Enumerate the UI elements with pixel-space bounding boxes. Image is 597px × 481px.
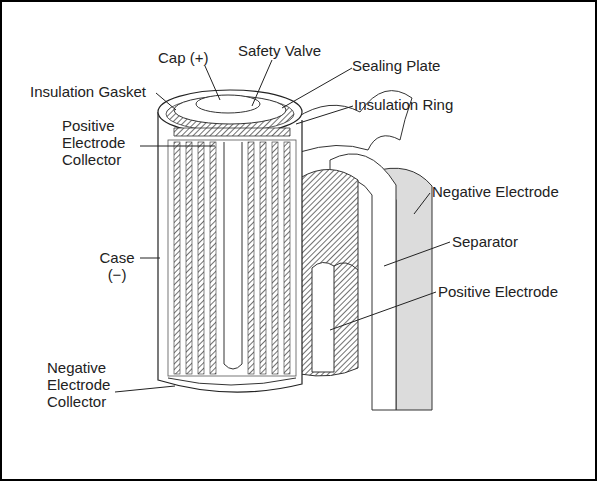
positive-electrode-sheet [300,169,358,376]
leader-line [156,93,176,110]
part-label: Cap (+) [158,49,208,66]
layer [186,142,192,374]
layer [248,142,254,374]
insulation-ring [174,128,290,136]
case [158,112,302,392]
leader-line [115,386,175,392]
part-label: Insulation Gasket [30,83,146,100]
center-core [224,142,242,369]
layer [210,142,216,374]
leader-line [330,292,436,330]
layer [284,142,290,374]
part-label: Negative Electrode Collector [47,359,119,410]
part-label: Safety Valve [238,42,321,59]
layer [260,142,266,374]
part-label: Positive Electrode Collector [62,117,138,168]
leader-line [252,60,272,106]
leader-line [140,146,215,147]
layer [174,142,180,374]
bottom-collector [168,378,296,385]
part-label: Positive Electrode [438,283,558,300]
leader-line [384,242,450,266]
layer [272,142,278,374]
leader-line [140,258,160,259]
cut-face [168,140,296,376]
part-label: Separator [452,233,518,250]
part-label: Insulation Ring [354,96,453,113]
part-label: Negative Electrode [432,183,559,200]
leader-line [282,68,352,108]
roll-edge [334,263,358,270]
leader-line [205,66,220,100]
part-label: Case (−) [96,249,138,283]
sealing-plate [174,96,286,124]
cap [196,95,260,113]
positive-electrode-roll [312,262,334,372]
layer [198,142,204,374]
leader-line [296,106,353,124]
can-rim [158,90,302,134]
leader-line [414,193,430,214]
part-label: Sealing Plate [352,57,440,74]
